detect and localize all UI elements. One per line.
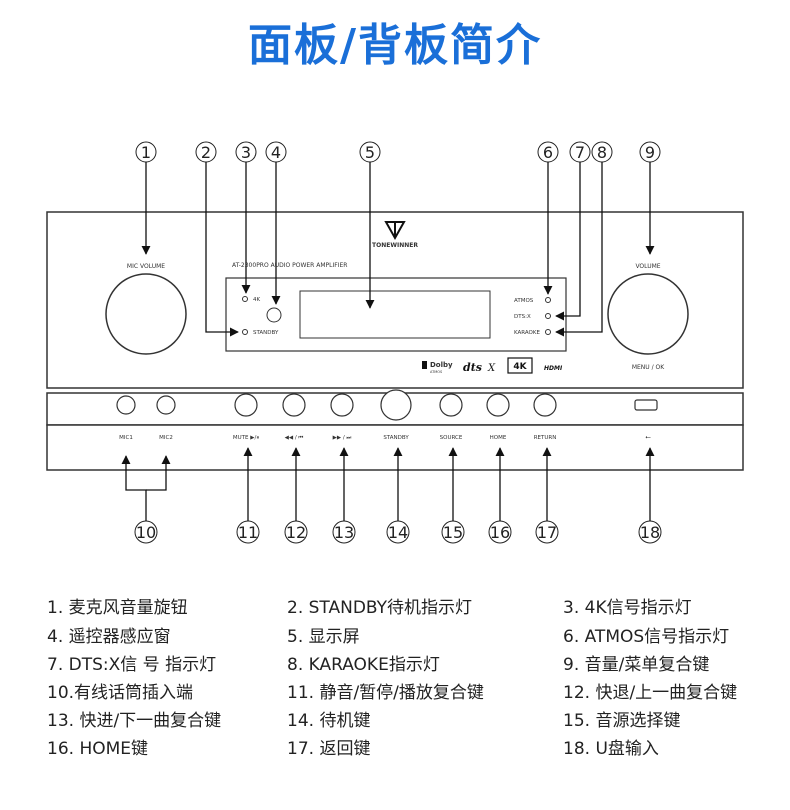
callout-1: 1	[141, 143, 151, 162]
callout-10: 10	[136, 523, 156, 542]
indicator-4k	[242, 296, 248, 302]
legend-item-3: 3. 4K信号指示灯	[563, 598, 692, 618]
callout-18: 18	[640, 523, 660, 542]
standby-button[interactable]	[380, 389, 412, 421]
callout-3: 3	[241, 143, 251, 162]
legend-item-2: 2. STANDBY待机指示灯	[287, 598, 473, 618]
standby-label: STANDBY	[383, 435, 409, 441]
callout-17: 17	[537, 523, 557, 542]
callout-13: 13	[334, 523, 354, 542]
callout-14: 14	[388, 523, 408, 542]
menu-ok-label: MENU / OK	[632, 364, 665, 371]
prev-label: ◀◀ / ⏮	[285, 435, 304, 441]
mic-volume-label: MIC VOLUME	[127, 263, 165, 270]
legend-item-11: 11. 静音/暂停/播放复合键	[287, 683, 484, 703]
dolby-logo: Dolby	[430, 361, 453, 369]
mic-volume-knob[interactable]	[105, 273, 187, 355]
indicator-karaoke	[545, 329, 551, 335]
legend-item-15: 15. 音源选择键	[563, 711, 681, 731]
volume-label: VOLUME	[635, 263, 660, 270]
bottom-callouts: 10 11 12 13 14 15 16 17 18	[121, 447, 662, 544]
indicator-standby-label: STANDBY	[253, 330, 279, 336]
volume-knob[interactable]	[607, 273, 689, 355]
callout-8: 8	[597, 143, 607, 162]
legend-item-8: 8. KARAOKE指示灯	[287, 655, 440, 675]
callout-5: 5	[365, 143, 375, 162]
callout-7: 7	[575, 143, 585, 162]
indicator-karaoke-label: KARAOKE	[514, 330, 540, 336]
legend-item-1: 1. 麦克风音量旋钮	[47, 598, 188, 618]
dts-x-logo: X	[487, 363, 496, 374]
legend-item-4: 4. 遥控器感应窗	[47, 627, 171, 647]
indicator-dtsx-label: DTS:X	[514, 314, 531, 320]
top-callout-numbers: 1 2 3 4 5 6 7 8 9	[141, 143, 655, 162]
return-button[interactable]	[533, 393, 557, 417]
format-logos: Dolby ATMOS dts X 4K HDMI	[422, 357, 563, 374]
source-button[interactable]	[439, 393, 463, 417]
uhd-logo: 4K	[513, 362, 527, 372]
callout-9: 9	[645, 143, 655, 162]
legend-item-18: 18. U盘输入	[563, 739, 659, 759]
callout-12: 12	[286, 523, 306, 542]
front-panel-base	[46, 424, 744, 471]
dts-logo: dts	[463, 361, 482, 374]
home-button[interactable]	[486, 393, 510, 417]
source-label: SOURCE	[440, 435, 463, 441]
amplifier-panel-diagram: TONEWINNER MIC VOLUME VOLUME MENU / OK A…	[46, 141, 744, 544]
legend-item-13: 13. 快进/下一曲复合键	[47, 711, 222, 731]
legend-item-17: 17. 返回键	[287, 739, 371, 759]
model-line: AT-2300PRO AUDIO POWER AMPLIFIER	[232, 262, 347, 269]
callout-16: 16	[490, 523, 510, 542]
display-screen	[299, 290, 491, 339]
mic1-label: MIC1	[119, 435, 133, 441]
legend-item-5: 5. 显示屏	[287, 627, 360, 647]
callout-2: 2	[201, 143, 211, 162]
callout-4: 4	[271, 143, 281, 162]
hdmi-logo: HDMI	[544, 365, 563, 372]
callout-15: 15	[443, 523, 463, 542]
mic1-jack[interactable]	[116, 395, 136, 415]
indicator-4k-label: 4K	[253, 297, 260, 303]
return-label: RETURN	[534, 435, 557, 441]
page-title: 面板/背板简介	[247, 20, 543, 71]
usb-icon: ⭠	[645, 433, 651, 441]
legend-item-12: 12. 快退/上一曲复合键	[563, 683, 738, 703]
legend-item-16: 16. HOME键	[47, 739, 149, 759]
mic2-label: MIC2	[159, 435, 173, 441]
brand-name: TONEWINNER	[372, 242, 418, 249]
ir-receiver-window	[266, 307, 282, 323]
usb-port[interactable]	[634, 399, 658, 411]
mic2-jack[interactable]	[156, 395, 176, 415]
indicator-standby	[242, 329, 248, 335]
rewind-prev-button[interactable]	[282, 393, 306, 417]
mute-label: MUTE ▶/⏸	[233, 435, 259, 441]
legend-item-10: 10.有线话筒插入端	[47, 683, 194, 703]
dolby-sub: ATMOS	[430, 370, 443, 374]
mute-play-pause-button[interactable]	[234, 393, 258, 417]
legend-item-9: 9. 音量/菜单复合键	[563, 655, 710, 675]
legend-item-6: 6. ATMOS信号指示灯	[563, 627, 730, 647]
forward-next-button[interactable]	[330, 393, 354, 417]
indicator-atmos	[545, 297, 551, 303]
legend-item-14: 14. 待机键	[287, 711, 371, 731]
brand-logo: TONEWINNER	[372, 221, 418, 249]
legend-item-7: 7. DTS:X信 号 指示灯	[47, 655, 217, 675]
indicator-atmos-label: ATMOS	[514, 298, 534, 304]
next-label: ▶▶ / ⏭	[333, 435, 352, 441]
top-callouts	[135, 141, 661, 337]
callout-6: 6	[543, 143, 553, 162]
callout-11: 11	[238, 523, 258, 542]
indicator-dtsx	[545, 313, 551, 319]
home-label: HOME	[490, 435, 507, 441]
